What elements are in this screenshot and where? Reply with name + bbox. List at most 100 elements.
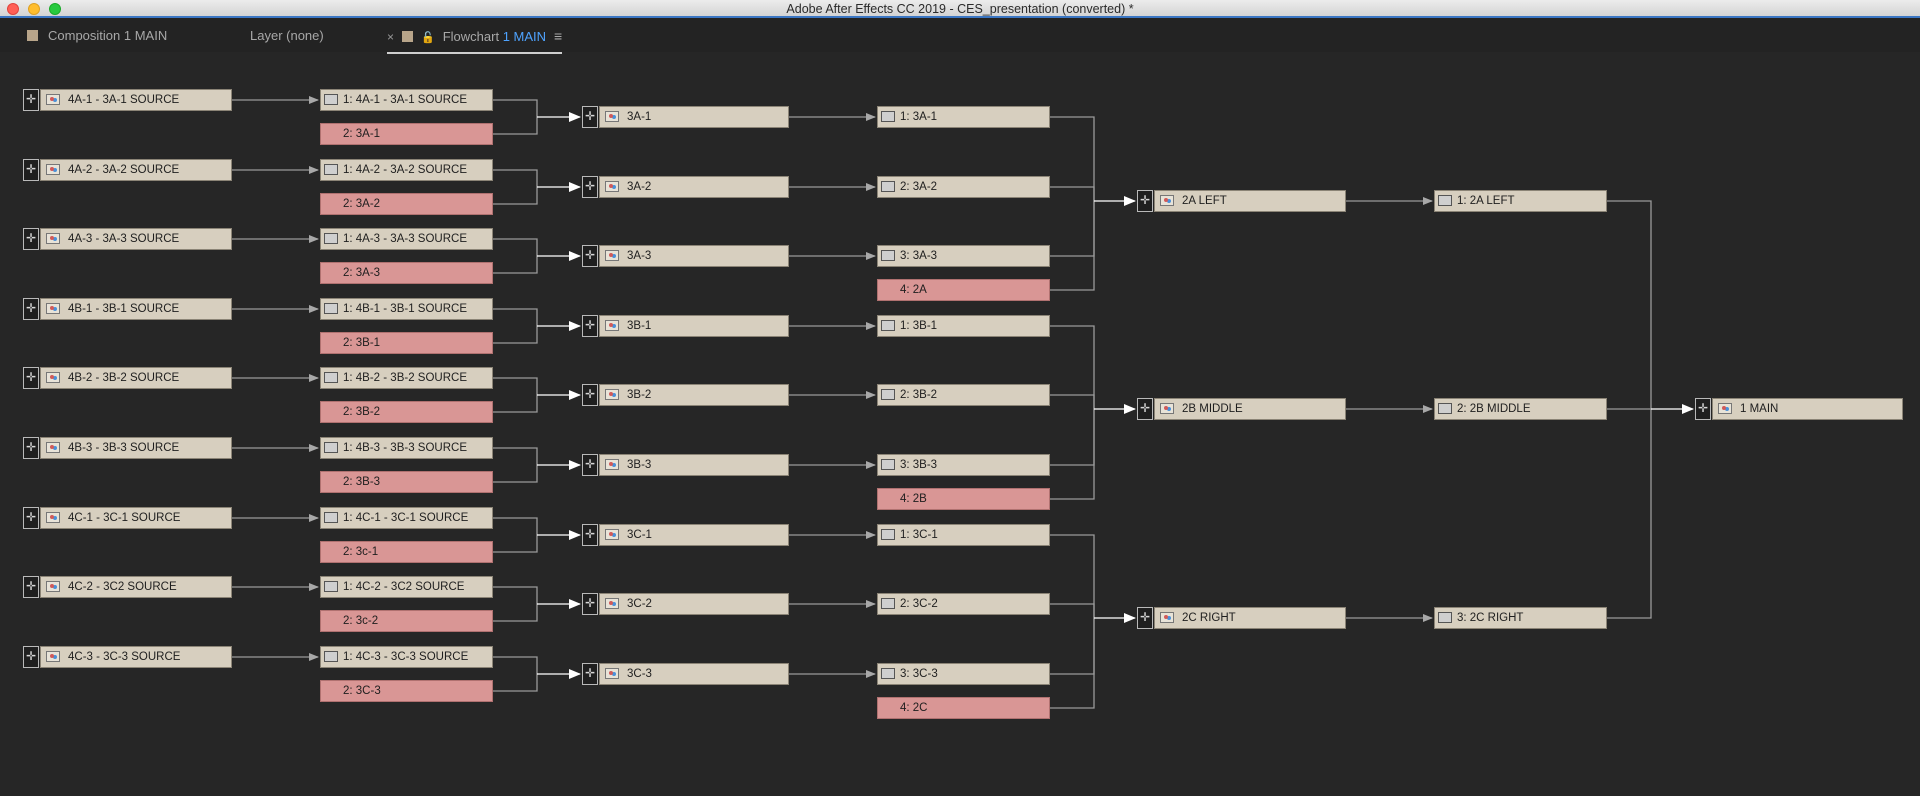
source-layer-node[interactable]: 1: 4A-2 - 3A-2 SOURCE [320, 159, 493, 181]
source-comp-node[interactable]: ✛4C-2 - 3C2 SOURCE [23, 576, 232, 598]
level3-layer-node[interactable]: 2: 3A-2 [877, 176, 1050, 198]
expand-icon[interactable]: ✛ [582, 593, 598, 615]
expand-icon[interactable]: ✛ [23, 228, 39, 250]
expand-icon[interactable]: ✛ [23, 367, 39, 389]
solid-layer-node[interactable]: 2: 3A-1 [320, 123, 493, 145]
level3-comp-node[interactable]: ✛ 3A-2 [582, 176, 789, 198]
level2-solid-node[interactable]: 4: 2B [877, 488, 1050, 510]
expand-icon[interactable]: ✛ [1137, 190, 1153, 212]
level3-comp-node[interactable]: ✛3A-3 [582, 245, 789, 267]
level2-comp-node[interactable]: ✛2A LEFT [1137, 190, 1346, 212]
expand-icon[interactable]: ✛ [23, 437, 39, 459]
expand-icon[interactable]: ✛ [582, 315, 598, 337]
zoom-window-button[interactable] [49, 3, 61, 15]
expand-icon[interactable]: ✛ [23, 507, 39, 529]
solid-layer-node[interactable]: 2: 3B-2 [320, 401, 493, 423]
source-layer-node[interactable]: 1: 4B-2 - 3B-2 SOURCE [320, 367, 493, 389]
level3-comp-node[interactable]: ✛3A-1 [582, 106, 789, 128]
composition-swatch-icon [27, 30, 38, 41]
node-label: 3: 3A-3 [900, 250, 938, 262]
expand-icon[interactable]: ✛ [23, 159, 39, 181]
level2-solid-node[interactable]: 4: 2C [877, 697, 1050, 719]
tab-flowchart[interactable]: ×🔓Flowchart 1 MAIN≡ [387, 28, 563, 54]
source-layer-node[interactable]: 1: 4B-3 - 3B-3 SOURCE [320, 437, 493, 459]
level3-comp-node[interactable]: ✛ 3B-3 [582, 454, 789, 476]
solid-layer-node[interactable]: 2: 3C-3 [320, 680, 493, 702]
level2-comp-node[interactable]: ✛2C RIGHT [1137, 607, 1346, 629]
level3-comp-node[interactable]: ✛3C-3 [582, 663, 789, 685]
flowchart-canvas[interactable]: ✛4A-1 - 3A-1 SOURCE 1: 4A-1 - 3A-1 SOURCE… [0, 52, 1920, 796]
level3-layer-node[interactable]: 1: 3C-1 [877, 524, 1050, 546]
level3-layer-node[interactable]: 1: 3A-1 [877, 106, 1050, 128]
level3-layer-node[interactable]: 2: 3C-2 [877, 593, 1050, 615]
node-label: 3B-3 [627, 459, 652, 471]
level2-solid-node[interactable]: 4: 2A [877, 279, 1050, 301]
source-comp-node[interactable]: ✛4B-1 - 3B-1 SOURCE [23, 298, 232, 320]
level2-layer-node[interactable]: 1: 2A LEFT [1434, 190, 1607, 212]
solid-layer-node[interactable]: 2: 3A-3 [320, 262, 493, 284]
level3-comp-node[interactable]: ✛3C-2 [582, 593, 789, 615]
source-layer-node[interactable]: 1: 4C-1 - 3C-1 SOURCE [320, 507, 493, 529]
source-comp-node[interactable]: ✛4A-2 - 3A-2 SOURCE [23, 159, 232, 181]
comp-node-body: 4B-1 - 3B-1 SOURCE [40, 298, 232, 320]
source-comp-node[interactable]: ✛4A-1 - 3A-1 SOURCE [23, 89, 232, 111]
comp-node-body: 4C-2 - 3C2 SOURCE [40, 576, 232, 598]
menu-icon[interactable]: ≡ [554, 28, 563, 44]
expand-icon[interactable]: ✛ [23, 576, 39, 598]
source-comp-node[interactable]: ✛4B-2 - 3B-2 SOURCE [23, 367, 232, 389]
source-layer-node[interactable]: 1: 4C-3 - 3C-3 SOURCE [320, 646, 493, 668]
solid-layer-node[interactable]: 2: 3c-1 [320, 541, 493, 563]
level3-layer-node[interactable]: 3: 3A-3 [877, 245, 1050, 267]
layer-icon [324, 581, 338, 592]
expand-icon[interactable]: ✛ [1137, 398, 1153, 420]
solid-layer-node[interactable]: 2: 3B-3 [320, 471, 493, 493]
node-label: 4: 2A [900, 284, 927, 296]
source-layer-node[interactable]: 1: 4A-3 - 3A-3 SOURCE [320, 228, 493, 250]
tab-layer[interactable]: Layer (none) [250, 28, 324, 44]
source-layer-node[interactable]: 1: 4B-1 - 3B-1 SOURCE [320, 298, 493, 320]
window-title: Adobe After Effects CC 2019 - CES_presen… [786, 2, 1134, 16]
main-comp-node[interactable]: ✛1 MAIN [1695, 398, 1903, 420]
expand-icon[interactable]: ✛ [582, 663, 598, 685]
source-comp-node[interactable]: ✛4A-3 - 3A-3 SOURCE [23, 228, 232, 250]
source-comp-node[interactable]: ✛4C-3 - 3C-3 SOURCE [23, 646, 232, 668]
level3-comp-node[interactable]: ✛3B-1 [582, 315, 789, 337]
expand-icon[interactable]: ✛ [582, 245, 598, 267]
close-window-button[interactable] [7, 3, 19, 15]
tab-composition[interactable]: Composition 1 MAIN [27, 28, 167, 44]
composition-icon [46, 512, 60, 523]
solid-layer-node[interactable]: 2: 3c-2 [320, 610, 493, 632]
level2-layer-node[interactable]: 3: 2C RIGHT [1434, 607, 1607, 629]
level3-comp-node[interactable]: ✛3C-1 [582, 524, 789, 546]
node-label: 1: 4A-2 - 3A-2 SOURCE [343, 164, 467, 176]
solid-layer-node[interactable]: 2: 3A-2 [320, 193, 493, 215]
node-label: 3A-2 [627, 181, 652, 193]
close-icon[interactable]: × [387, 30, 395, 44]
minimize-window-button[interactable] [28, 3, 40, 15]
level2-comp-node[interactable]: ✛2B MIDDLE [1137, 398, 1346, 420]
expand-icon[interactable]: ✛ [582, 106, 598, 128]
layer-icon [324, 164, 338, 175]
expand-icon[interactable]: ✛ [23, 298, 39, 320]
solid-layer-node[interactable]: 2: 3B-1 [320, 332, 493, 354]
level3-layer-node[interactable]: 3: 3C-3 [877, 663, 1050, 685]
expand-icon[interactable]: ✛ [582, 384, 598, 406]
source-comp-node[interactable]: ✛4B-3 - 3B-3 SOURCE [23, 437, 232, 459]
expand-icon[interactable]: ✛ [23, 646, 39, 668]
level3-layer-node[interactable]: 3: 3B-3 [877, 454, 1050, 476]
level3-layer-node[interactable]: 1: 3B-1 [877, 315, 1050, 337]
source-comp-node[interactable]: ✛4C-1 - 3C-1 SOURCE [23, 507, 232, 529]
level3-layer-node[interactable]: 2: 3B-2 [877, 384, 1050, 406]
expand-icon[interactable]: ✛ [1695, 398, 1711, 420]
lock-icon[interactable]: 🔓 [421, 32, 435, 44]
source-layer-node[interactable]: 1: 4C-2 - 3C2 SOURCE [320, 576, 493, 598]
level3-comp-node[interactable]: ✛3B-2 [582, 384, 789, 406]
expand-icon[interactable]: ✛ [582, 524, 598, 546]
level2-layer-node[interactable]: 2: 2B MIDDLE [1434, 398, 1607, 420]
expand-icon[interactable]: ✛ [23, 89, 39, 111]
expand-icon[interactable]: ✛ [1137, 607, 1153, 629]
expand-icon[interactable]: ✛ [582, 176, 598, 198]
source-layer-node[interactable]: 1: 4A-1 - 3A-1 SOURCE [320, 89, 493, 111]
link-level2-merge [1050, 186, 1095, 201]
expand-icon[interactable]: ✛ [582, 454, 598, 476]
